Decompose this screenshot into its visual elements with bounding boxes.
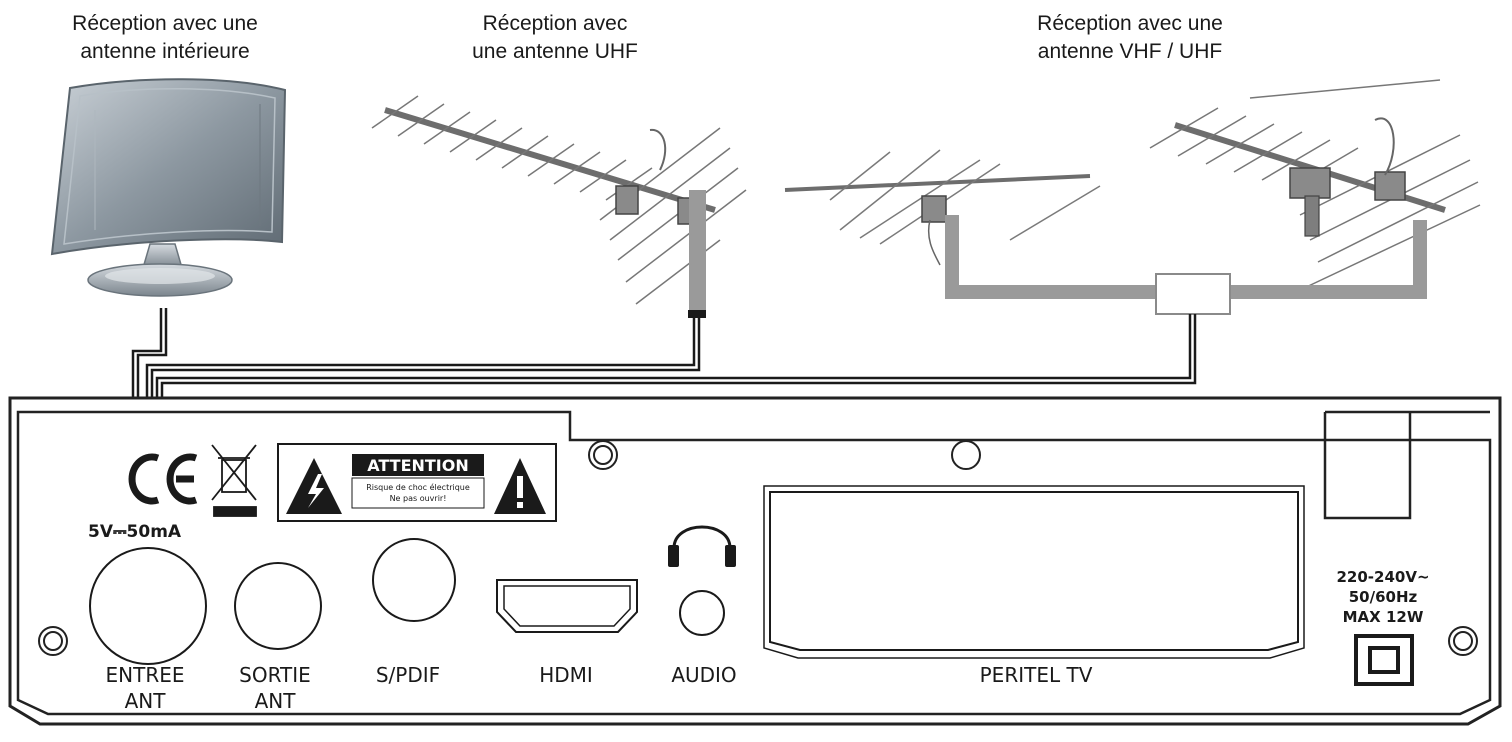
audio-label: AUDIO bbox=[671, 663, 736, 687]
exclamation-warning-icon bbox=[494, 458, 546, 514]
screw-icon bbox=[38, 440, 1478, 656]
hdmi-label: HDMI bbox=[539, 663, 593, 687]
peritel-label: PERITEL TV bbox=[980, 663, 1093, 687]
hdmi-port[interactable] bbox=[496, 579, 638, 633]
vhf-uhf-caption-line2: antenne VHF / UHF bbox=[1037, 40, 1223, 63]
uhf-plug bbox=[688, 310, 706, 318]
power-spec-line1: 220-240V~ bbox=[1336, 568, 1429, 586]
power-spec-line3: MAX 12W bbox=[1343, 608, 1424, 626]
uhf-caption-line2: une antenne UHF bbox=[472, 40, 638, 63]
entree-ant-port[interactable] bbox=[89, 547, 207, 665]
sortie-label-line2: ANT bbox=[255, 689, 297, 713]
audio-port[interactable] bbox=[679, 590, 725, 636]
spdif-label: S/PDIF bbox=[376, 663, 440, 687]
vhf-antenna-icon bbox=[784, 149, 1101, 266]
warning-line1: Risque de choc électrique bbox=[366, 482, 470, 492]
vhf-uhf-antenna-caption: Réception avec une antenne VHF / UHF bbox=[980, 10, 1280, 66]
uhf-antenna-2-icon bbox=[1149, 79, 1481, 291]
mount-hole bbox=[951, 440, 981, 470]
weee-bin-icon bbox=[211, 444, 257, 517]
coupler-box bbox=[1155, 273, 1231, 315]
warning-title: ATTENTION bbox=[367, 456, 469, 475]
ce-mark-icon bbox=[128, 453, 198, 505]
entree-label-line1: ENTREE bbox=[106, 663, 185, 687]
entree-label-line2: ANT bbox=[125, 689, 167, 713]
class-ii-icon bbox=[1354, 634, 1414, 686]
vhf-uhf-caption-line1: Réception avec une bbox=[1037, 12, 1223, 35]
peritel-port[interactable] bbox=[769, 491, 1299, 651]
indoor-antenna-icon bbox=[50, 78, 287, 297]
warning-label: ATTENTION Risque de choc électrique Ne p… bbox=[277, 443, 557, 522]
spdif-port[interactable] bbox=[372, 538, 456, 622]
uhf-antenna-caption: Réception avec une antenne UHF bbox=[410, 10, 700, 66]
sortie-label-line1: SORTIE bbox=[239, 663, 311, 687]
headphones-icon bbox=[668, 525, 736, 567]
indoor-caption-line2: antenne intérieure bbox=[80, 40, 250, 63]
vhf-uhf-coax bbox=[945, 215, 1427, 299]
power-spec-line2: 50/60Hz bbox=[1349, 588, 1418, 606]
uhf-caption-line1: Réception avec bbox=[482, 12, 628, 35]
receiver-back-panel: 5V⎓50mA ATTENTION Risque de choc électri… bbox=[8, 396, 1502, 726]
indoor-caption-line1: Réception avec une bbox=[72, 12, 258, 35]
power-rating: 5V⎓50mA bbox=[88, 522, 182, 542]
sortie-ant-port[interactable] bbox=[234, 562, 322, 650]
uhf-mast bbox=[689, 190, 706, 310]
warning-line2: Ne pas ouvrir! bbox=[390, 494, 447, 503]
lightning-warning-icon bbox=[286, 458, 342, 514]
indoor-antenna-caption: Réception avec une antenne intérieure bbox=[20, 10, 310, 66]
